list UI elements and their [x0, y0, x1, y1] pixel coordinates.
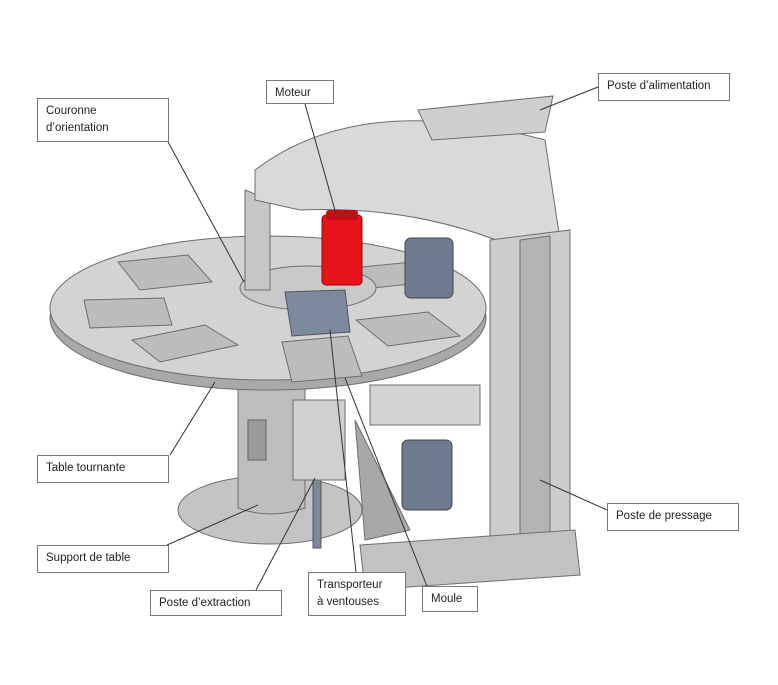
press-gusset	[354, 419, 411, 541]
motor-cap	[326, 210, 358, 220]
mould-station	[369, 384, 481, 426]
label-moteur: Moteur	[266, 80, 334, 104]
label-moule: Moule	[422, 586, 478, 612]
label-poste-alimentation: Poste d’alimentation	[598, 73, 730, 101]
hopper	[417, 95, 554, 141]
label-transporteur-line1: Transporteur	[317, 579, 383, 591]
leader-lines	[166, 86, 608, 595]
label-couronne-orientation: Couronne d’orientation	[37, 98, 169, 142]
mould-slots	[83, 254, 462, 383]
lower-press-cylinder	[401, 439, 453, 511]
label-moule-text: Moule	[431, 593, 463, 605]
label-table-tournante: Table tournante	[37, 455, 169, 483]
extraction-shaft	[312, 469, 322, 549]
label-transporteur: Transporteur à ventouses	[308, 572, 406, 616]
support-column	[237, 379, 306, 515]
support-window	[247, 419, 267, 461]
upper-press-cylinder	[404, 237, 454, 299]
extraction-block	[292, 399, 346, 481]
motor	[321, 214, 363, 286]
label-poste-alimentation-text: Poste d’alimentation	[607, 80, 711, 92]
press-frame-back	[244, 189, 271, 291]
label-transporteur-line2: à ventouses	[317, 596, 380, 608]
label-moteur-text: Moteur	[275, 87, 311, 99]
label-support-table: Support de table	[37, 545, 169, 573]
label-support-table-text: Support de table	[46, 552, 131, 564]
label-poste-pressage-text: Poste de pressage	[616, 510, 712, 522]
press-pillar-side	[519, 235, 551, 549]
label-poste-extraction-text: Poste d’extraction	[159, 597, 251, 609]
label-poste-extraction: Poste d’extraction	[150, 590, 282, 616]
label-table-tournante-text: Table tournante	[46, 462, 126, 474]
label-poste-pressage: Poste de pressage	[607, 503, 739, 531]
press-arch	[254, 120, 561, 251]
suction-plate	[284, 289, 351, 337]
label-couronne-line2: d’orientation	[46, 122, 109, 134]
label-couronne-line1: Couronne	[46, 105, 97, 117]
